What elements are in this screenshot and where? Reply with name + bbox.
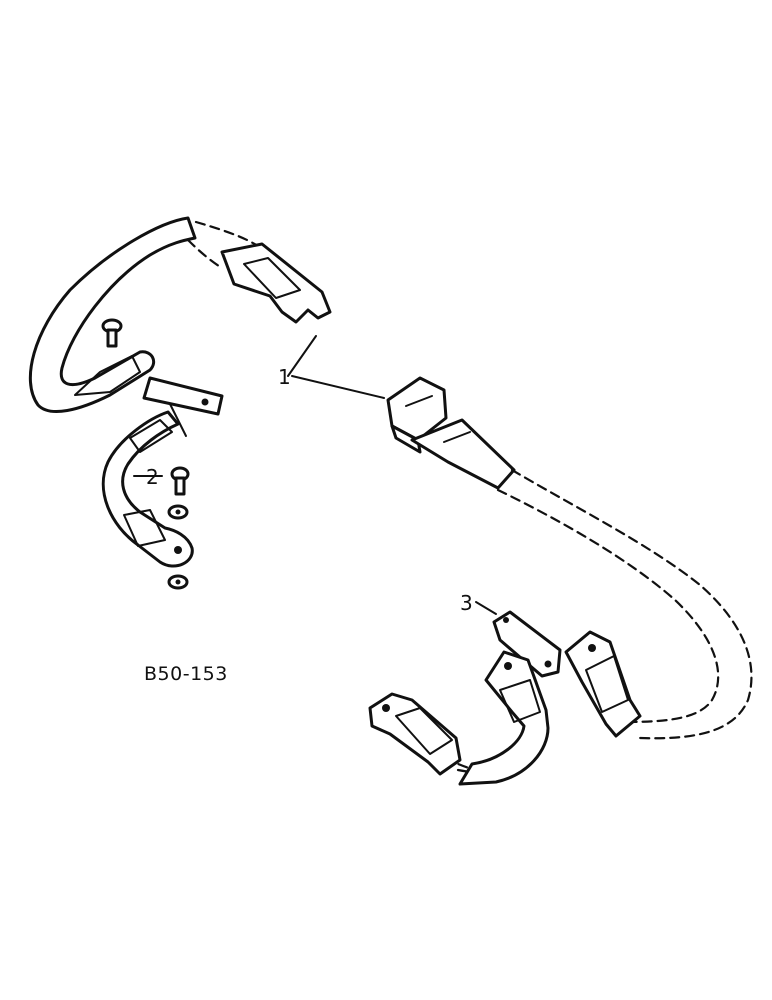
lower-belt-dashed-path	[430, 468, 753, 776]
seat-belt-buckle	[386, 376, 516, 490]
upper-belt-section	[186, 220, 332, 324]
right-anchor-assembly	[368, 610, 642, 786]
upper-buckle-tongue	[220, 242, 332, 324]
anchor-washer-upper	[167, 504, 189, 520]
left-belt-loop	[28, 216, 197, 413]
anchor-strap-pad-upper	[129, 419, 173, 453]
middle-anchor-tongue	[458, 650, 550, 786]
left-upper-bolt	[101, 318, 123, 348]
left-lower-anchor-tongue	[368, 692, 462, 776]
callout-2: 2	[146, 465, 159, 489]
figure-reference-code: B50-153	[144, 663, 228, 685]
buckle-strap	[410, 418, 516, 490]
anchor-strap	[101, 410, 194, 568]
anchor-washer-lower	[167, 574, 189, 590]
upper-tongue-webbing	[243, 257, 301, 299]
callout-1: 1	[278, 365, 291, 389]
right-anchor-tongue	[564, 630, 642, 738]
leader-lines	[133, 335, 497, 615]
anchor-strap-pad-lower	[123, 509, 166, 547]
mounting-bracket	[492, 610, 562, 678]
left-bracket-plate	[142, 376, 224, 416]
callout-3: 3	[460, 591, 473, 615]
anchor-bolt	[170, 466, 190, 496]
left-belt-assembly	[28, 216, 224, 590]
left-belt-webbing-pad	[74, 355, 141, 396]
